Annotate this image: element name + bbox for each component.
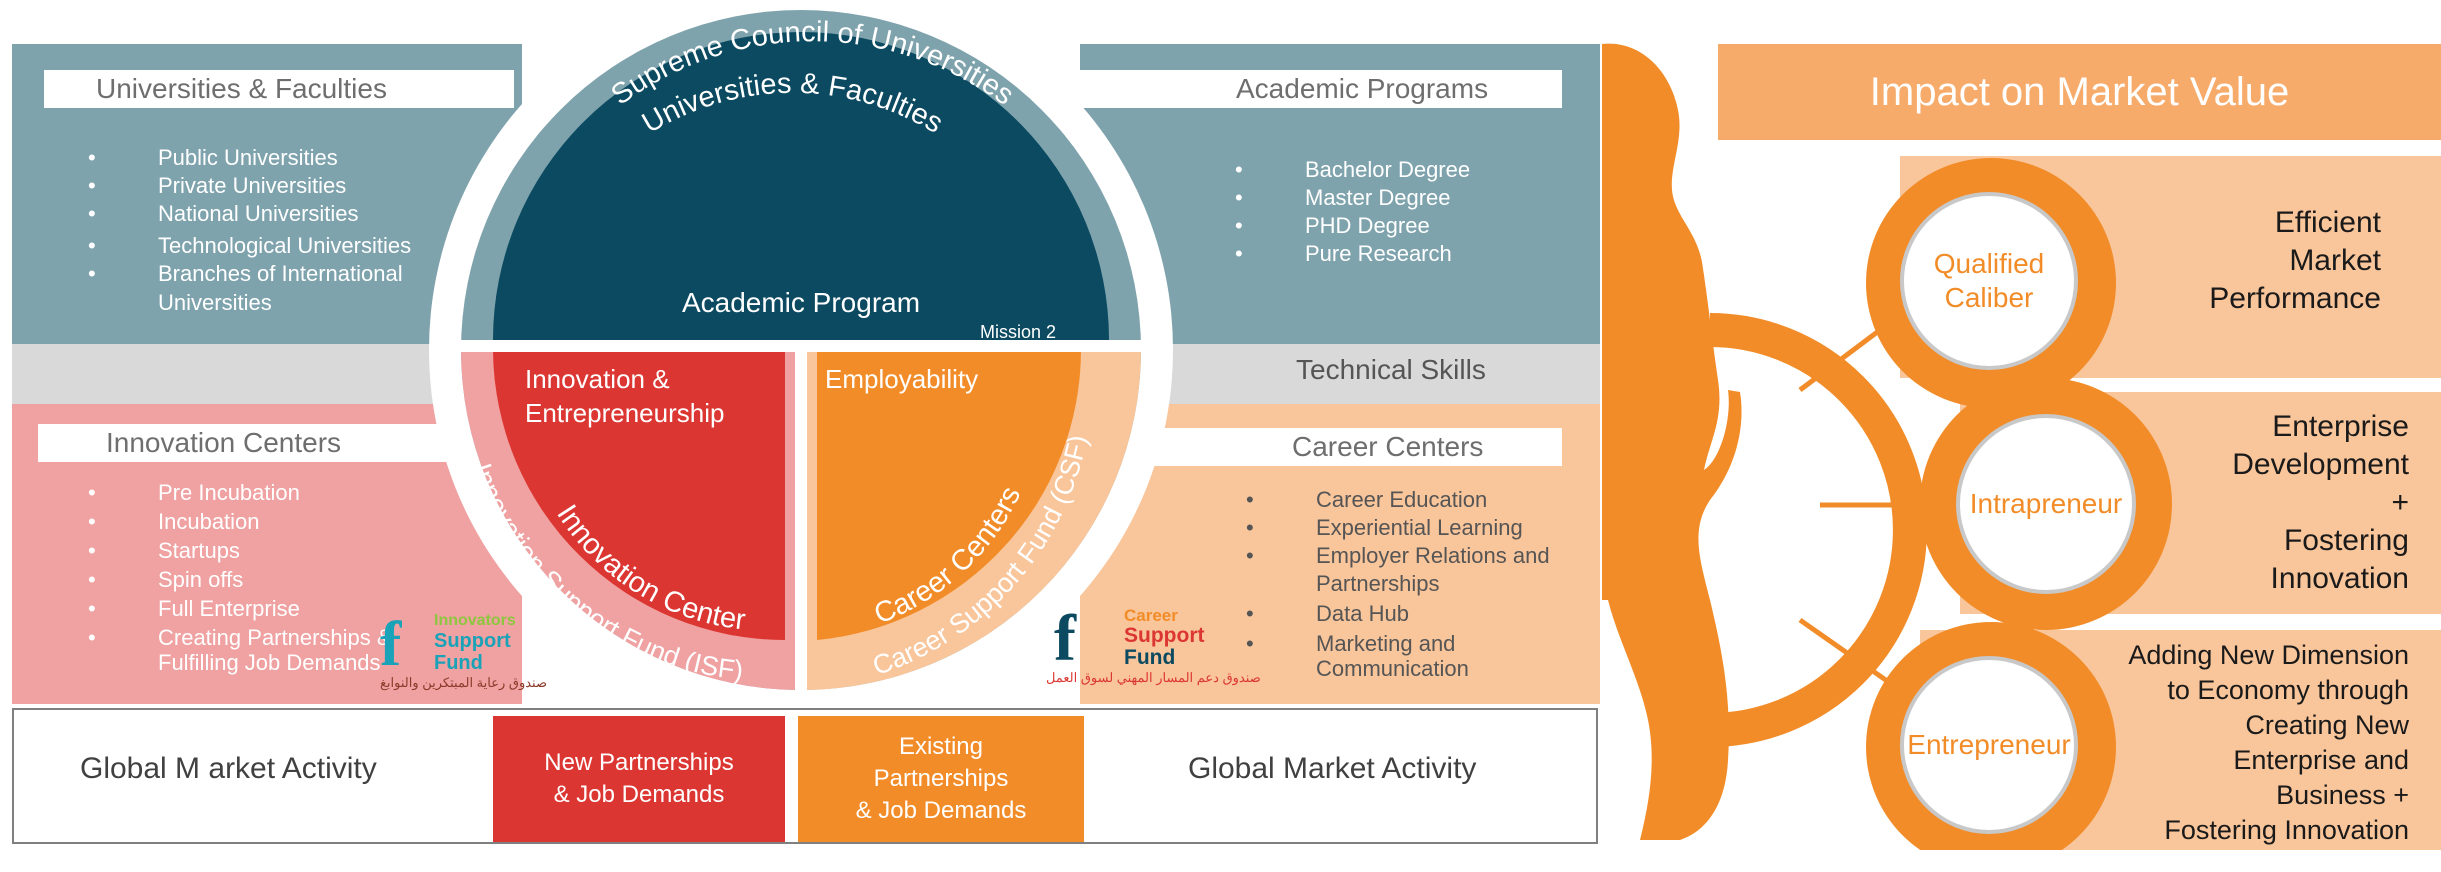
impact-row-1-text: Efficient Market Performance	[2209, 204, 2381, 318]
universities-list: Public Universities Private Universities…	[88, 144, 411, 288]
impact-line: to Economy through	[2167, 675, 2409, 705]
impact-circle-2-label: Intrapreneur	[1969, 488, 2123, 519]
circle-label-line: Caliber	[1944, 282, 2034, 313]
csf-logo: f Career Support Fund صندوق دعم المسار ا…	[1046, 602, 1261, 686]
connector-1	[1798, 328, 1882, 392]
academic-program-label: Academic Program	[682, 287, 920, 318]
impact-line: Adding New Dimension	[2128, 640, 2409, 670]
impact-line: +	[2391, 486, 2409, 519]
impact-line: Business +	[2276, 780, 2409, 810]
career-title: Career Centers	[1150, 428, 1562, 466]
isf-logo-line1: Innovators	[434, 612, 516, 629]
csf-logo-line1: Career	[1124, 606, 1178, 625]
innovation-quadrant-label-2: Entrepreneurship	[525, 398, 724, 428]
impact-line: Efficient	[2274, 206, 2381, 239]
impact-title: Impact on Market Value	[1869, 69, 2290, 114]
universities-list-continuation: Universities	[158, 290, 272, 315]
impact-line: Enterprise and	[2233, 745, 2409, 775]
impact-row-3-text: Adding New Dimension to Economy through …	[2128, 638, 2409, 848]
isf-logo-arabic: صندوق رعاية المبتكرين والنوابغ	[380, 675, 548, 690]
list-item: Branches of International	[88, 260, 411, 288]
list-item: Pre Incubation	[88, 478, 392, 507]
innovation-title: Innovation Centers	[38, 424, 490, 462]
universities-title: Universities & Faculties	[44, 70, 514, 108]
academic-list: Bachelor Degree Master Degree PHD Degree…	[1235, 156, 1470, 268]
impact-line: Fostering	[2283, 524, 2409, 557]
list-item: Master Degree	[1235, 184, 1470, 212]
list-item: Experiential Learning	[1246, 514, 1550, 542]
academic-half	[493, 32, 1109, 340]
list-item: Technological Universities	[88, 232, 411, 260]
isf-logo-mark: f	[380, 608, 402, 679]
impact-circle-1-inner	[1900, 192, 2078, 370]
impact-line: Development	[2232, 448, 2409, 481]
existing-partnerships-line3: & Job Demands	[855, 797, 1027, 824]
list-item: Bachelor Degree	[1235, 156, 1470, 184]
list-item: Employer Relations and	[1246, 542, 1549, 570]
impact-line: Innovation	[2270, 562, 2409, 595]
impact-circle-1-label: Qualified Caliber	[1900, 192, 2078, 370]
career-list: Career Education Experiential Learning E…	[1246, 486, 1550, 570]
csf-logo-mark: f	[1054, 602, 1076, 675]
list-item: Marketing and	[1246, 630, 1456, 658]
career-list-continuation-1: Partnerships	[1316, 571, 1440, 596]
list-item: National Universities	[88, 200, 411, 228]
career-list-continuation-2: Communication	[1316, 656, 1469, 681]
employability-quadrant	[817, 350, 1081, 640]
list-item: Private Universities	[88, 172, 411, 200]
list-item: PHD Degree	[1235, 212, 1470, 240]
isf-logo-line2: Support	[434, 630, 511, 652]
list-item: Spin offs	[88, 565, 392, 594]
innovation-quadrant	[493, 350, 785, 640]
impact-line: Creating New	[2245, 710, 2409, 740]
innovation-quadrant-label-1: Innovation &	[525, 364, 670, 394]
circle-label-line: Qualified	[1933, 248, 2045, 279]
global-market-left: Global M arket Activity	[80, 752, 377, 785]
list-item: Data Hub	[1246, 600, 1455, 628]
list-item: Incubation	[88, 507, 392, 536]
impact-circle-2-inner	[1956, 414, 2136, 594]
impact-arc	[1709, 313, 1927, 747]
technical-skills-label: Technical Skills	[1296, 354, 1486, 385]
csf-logo-arabic: صندوق دعم المسار المهني لسوق العمل	[1046, 670, 1261, 685]
impact-line: Market	[2289, 244, 2381, 277]
global-market-right: Global Market Activity	[1188, 752, 1477, 785]
innovation-list: Pre Incubation Incubation Startups Spin …	[88, 478, 392, 652]
isf-logo: f Innovators Support Fund صندوق رعاية ال…	[380, 612, 550, 692]
innovation-list-continuation: Fulfilling Job Demands	[158, 650, 381, 675]
impact-title-box: Impact on Market Value	[1718, 44, 2441, 140]
employability-label: Employability	[825, 364, 978, 394]
council-circle: Supreme Council of Universities Universi…	[420, 0, 1173, 730]
market-value-diagram: Universities & Faculties Academic Progra…	[0, 0, 2441, 850]
csf-logo-line2: Support	[1124, 624, 1205, 647]
impact-line: Performance	[2209, 282, 2381, 315]
academic-title: Academic Programs	[1080, 70, 1562, 108]
silhouette-figure	[1602, 43, 1742, 840]
list-item: Career Education	[1246, 486, 1550, 514]
impact-line: Fostering Innovation	[2164, 815, 2409, 845]
new-partnerships-box: New Partnerships & Job Demands	[493, 716, 785, 842]
new-partnerships-line2: & Job Demands	[553, 781, 725, 808]
existing-partnerships-line1: Existing	[898, 733, 984, 760]
new-partnerships-line1: New Partnerships	[544, 749, 734, 776]
list-item: Startups	[88, 536, 392, 565]
list-item: Full Enterprise	[88, 594, 392, 623]
career-list-2: Data Hub Marketing and	[1246, 600, 1456, 658]
separator-vertical	[795, 350, 807, 730]
list-item: Creating Partnerships &	[88, 623, 391, 652]
impact-circle-3-label: Entrepreneur	[1907, 729, 2071, 760]
csf-logo-line3: Fund	[1124, 646, 1176, 669]
list-item: Pure Research	[1235, 240, 1470, 268]
isf-logo-line3: Fund	[434, 652, 483, 674]
mission-label: Mission 2	[980, 322, 1056, 342]
connector-3	[1798, 617, 1902, 693]
impact-line: Enterprise	[2272, 410, 2409, 443]
impact-graphics	[1602, 43, 1930, 840]
existing-partnerships-line2: Partnerships	[873, 765, 1009, 792]
list-item: Public Universities	[88, 144, 411, 172]
impact-row-2-text: Enterprise Development + Fostering Innov…	[2232, 408, 2409, 598]
existing-partnerships-box: Existing Partnerships & Job Demands	[798, 716, 1084, 842]
separator-horizontal	[445, 340, 1157, 352]
impact-circle-3-inner	[1900, 656, 2078, 834]
